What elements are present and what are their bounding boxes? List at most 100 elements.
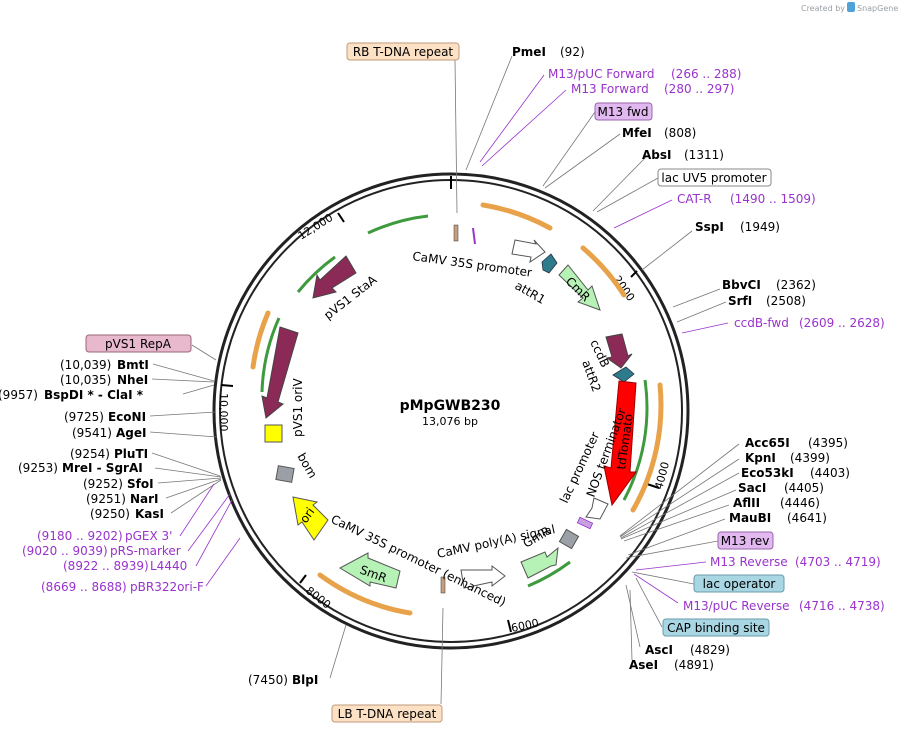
- site-name[interactable]: AflII: [733, 496, 760, 510]
- primer-name[interactable]: L4440: [150, 559, 187, 573]
- credit-text: Created by: [801, 4, 845, 13]
- ori-arrow: [292, 496, 329, 541]
- tick-2000: [630, 270, 638, 278]
- camv35s-promoter-top-arrow: [511, 239, 546, 264]
- tick-10000: [220, 384, 234, 387]
- site-name[interactable]: PmeI: [512, 45, 546, 59]
- site-name[interactable]: SacI: [738, 481, 766, 495]
- site-pos: (4641): [787, 511, 827, 525]
- green-arc-right: [622, 379, 649, 501]
- primer-pos: (1490 .. 1509): [730, 192, 816, 206]
- primer-name[interactable]: M13/pUC Reverse: [683, 599, 790, 613]
- site-name[interactable]: AseI: [629, 658, 658, 672]
- boxed-m13-rev[interactable]: M13 rev: [717, 531, 774, 550]
- site-pos: (4829): [690, 643, 730, 657]
- primer-name[interactable]: M13 Reverse: [710, 555, 788, 569]
- primer-name[interactable]: M13/pUC Forward: [548, 67, 655, 81]
- site-name[interactable]: AbsI: [642, 148, 671, 162]
- site-pos: (808): [664, 126, 696, 140]
- site-name[interactable]: BmtI: [117, 358, 149, 372]
- site-name[interactable]: Eco53kI: [741, 466, 794, 480]
- green-feature-arcs: [260, 214, 649, 588]
- misc-feature-arcs: [250, 202, 664, 616]
- boxed-lb-tdna[interactable]: LB T-DNA repeat: [331, 704, 443, 723]
- boxed-lac-uv5[interactable]: lac UV5 promoter: [657, 168, 772, 187]
- site-name[interactable]: AgeI: [116, 426, 146, 440]
- site-name[interactable]: KpnI: [745, 451, 776, 465]
- rb-tdna-marker: [453, 224, 459, 242]
- site-name[interactable]: KasI: [135, 507, 164, 521]
- leader-lines: [149, 55, 740, 705]
- snapgene-logo-icon: [847, 2, 855, 12]
- primer-leader-lines: [179, 74, 729, 604]
- boxed-pvs1-repa[interactable]: pVS1 RepA: [85, 334, 192, 353]
- primer-name[interactable]: CAT-R: [677, 192, 712, 206]
- boxed-pvs1-repa-text: pVS1 RepA: [105, 337, 172, 351]
- boxed-lac-uv5-text: lac UV5 promoter: [661, 171, 766, 185]
- site-name[interactable]: BspDI * - ClaI *: [44, 388, 144, 402]
- gmr-gray-block: [558, 528, 580, 550]
- tdtomato-arrow: [603, 380, 637, 507]
- site-pos: (4395): [808, 436, 848, 450]
- site-name[interactable]: BlpI: [292, 673, 318, 687]
- site-name[interactable]: SspI: [695, 220, 724, 234]
- pvs1-staa-arrow: [312, 255, 357, 299]
- boxed-lb-tdna-text: LB T-DNA repeat: [338, 707, 437, 721]
- site-name[interactable]: SrfI: [728, 294, 752, 308]
- boxed-m13-fwd[interactable]: M13 fwd: [594, 102, 653, 121]
- site-name[interactable]: SfoI: [127, 477, 154, 491]
- misc-arc-right: [630, 382, 664, 513]
- site-name[interactable]: MfeI: [622, 126, 652, 140]
- primer-name[interactable]: pBR322ori-F: [130, 580, 204, 594]
- site-pos: (1949): [740, 220, 780, 234]
- pvs1-oriv-block: [264, 424, 283, 443]
- green-arc-left: [260, 317, 281, 393]
- tick-label-6000: 6000: [510, 616, 540, 635]
- site-name[interactable]: NarI: [130, 492, 159, 506]
- plasmid-name: pMpGWB230: [400, 398, 501, 414]
- site-pos: (9252): [83, 477, 123, 491]
- boxed-cap-binding-text: CAP binding site: [667, 621, 765, 635]
- site-pos: (4405): [784, 481, 824, 495]
- boxed-rb-tdna[interactable]: RB T-DNA repeat: [346, 42, 460, 61]
- tick-8000: [299, 574, 307, 584]
- site-name[interactable]: MauBI: [729, 511, 771, 525]
- primer-name[interactable]: pRS-marker: [110, 544, 181, 558]
- site-pos: (9957): [0, 388, 38, 402]
- camv-polya-arrow: [460, 564, 506, 589]
- boxed-cap-binding[interactable]: CAP binding site: [662, 618, 770, 637]
- primer-name[interactable]: M13 Forward: [571, 82, 649, 96]
- primer-pos: (4716 .. 4738): [799, 599, 885, 613]
- misc-arc-top: [480, 202, 553, 231]
- primer-pos: (4703 .. 4719): [795, 555, 881, 569]
- site-name[interactable]: MreI - SgrAI: [62, 461, 143, 475]
- site-name[interactable]: BbvCI: [722, 278, 761, 292]
- site-pos: (2508): [766, 294, 806, 308]
- site-name[interactable]: Acc65I: [745, 436, 790, 450]
- site-pos: (9253): [18, 461, 58, 475]
- site-pos: (92): [560, 45, 585, 59]
- green-arc-bottom: [527, 560, 571, 588]
- misc-arc-right-top: [580, 245, 627, 298]
- primer-pos: (9180 .. 9202): [37, 529, 123, 543]
- boxed-lac-operator[interactable]: lac operator: [693, 574, 785, 593]
- right-site-labels[interactable]: PmeI (92) M13/pUC Forward (266 .. 288) M…: [512, 45, 885, 672]
- site-name[interactable]: PluTI: [114, 447, 148, 461]
- site-name[interactable]: EcoNI: [108, 410, 146, 424]
- lac-promoter-shape: [576, 516, 594, 530]
- boxed-m13-rev-text: M13 rev: [721, 534, 770, 548]
- misc-arc-bottom: [317, 572, 413, 616]
- site-name[interactable]: NheI: [117, 373, 148, 387]
- left-site-labels[interactable]: (10,039) BmtI (10,035) NheI (9957) BspDI…: [0, 358, 318, 687]
- boxed-rb-tdna-text: RB T-DNA repeat: [353, 45, 454, 59]
- pvs1-repa-arrow: [261, 326, 299, 419]
- primer-name[interactable]: ccdB-fwd: [734, 316, 789, 330]
- site-pos: (9251): [86, 492, 126, 506]
- site-name[interactable]: AscI: [645, 643, 673, 657]
- site-pos: (10,039): [60, 358, 111, 372]
- primer-pos: (8922 .. 8939): [63, 559, 149, 573]
- primer-name[interactable]: pGEX 3': [125, 529, 172, 543]
- nos-terminator-arrow: [585, 497, 609, 520]
- tick-4000: [646, 483, 660, 489]
- plasmid-size: 13,076 bp: [422, 415, 478, 428]
